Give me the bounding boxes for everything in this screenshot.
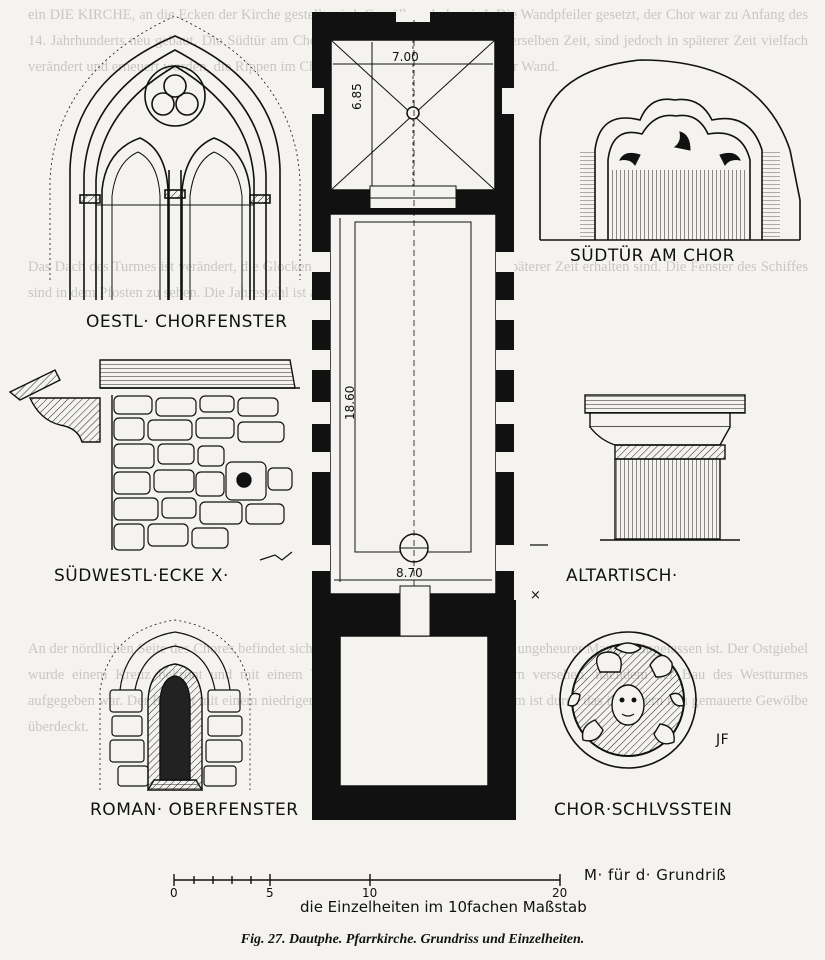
label-south-door: SÜDTÜR AM CHOR [570, 246, 735, 266]
choir-boss [406, 106, 420, 120]
label-altar: ALTARTISCH· [566, 566, 678, 586]
east-window-drawing [49, 15, 301, 300]
scale-tick-5: 5 [266, 886, 274, 900]
dim-nave-length: 18.60 [343, 385, 357, 420]
nave-interior [329, 213, 497, 595]
label-scale-grundriss: M· für d· Grundriß [584, 866, 727, 884]
southwest-corner-drawing [8, 359, 300, 551]
scale-tick-20: 20 [552, 886, 568, 900]
south-door-drawing [539, 59, 801, 241]
floor-plan [312, 12, 516, 820]
scale-tick-0: 0 [170, 886, 178, 900]
dim-nave-width: 8.70 [396, 566, 423, 580]
x-marker: × [530, 588, 542, 603]
keystone-drawing [559, 631, 697, 769]
label-keystone: CHOR·SCHLVSSTEIN [554, 800, 733, 820]
altar-drawing [584, 394, 746, 541]
leader-lines [259, 544, 548, 561]
dim-choir-width: 7.00 [392, 50, 419, 64]
scale-bar [173, 874, 561, 886]
scale-tick-10: 10 [362, 886, 378, 900]
tower-interior [339, 635, 489, 787]
label-roman-window: ROMAN· OBERFENSTER [90, 800, 299, 820]
dimension-lines [333, 42, 493, 582]
monogram: JF [716, 732, 730, 748]
roman-window-drawing [99, 619, 251, 791]
label-east-window: OESTL· CHORFENSTER [86, 312, 288, 332]
dim-choir-length: 6.85 [350, 83, 364, 110]
label-scale-detail: die Einzelheiten im 10fachen Maßstab [300, 898, 587, 916]
label-southwest-corner: SÜDWESTL·ECKE X· [54, 566, 229, 586]
figure-caption: Fig. 27. Dautphe. Pfarrkirche. Grundriss… [240, 932, 585, 947]
